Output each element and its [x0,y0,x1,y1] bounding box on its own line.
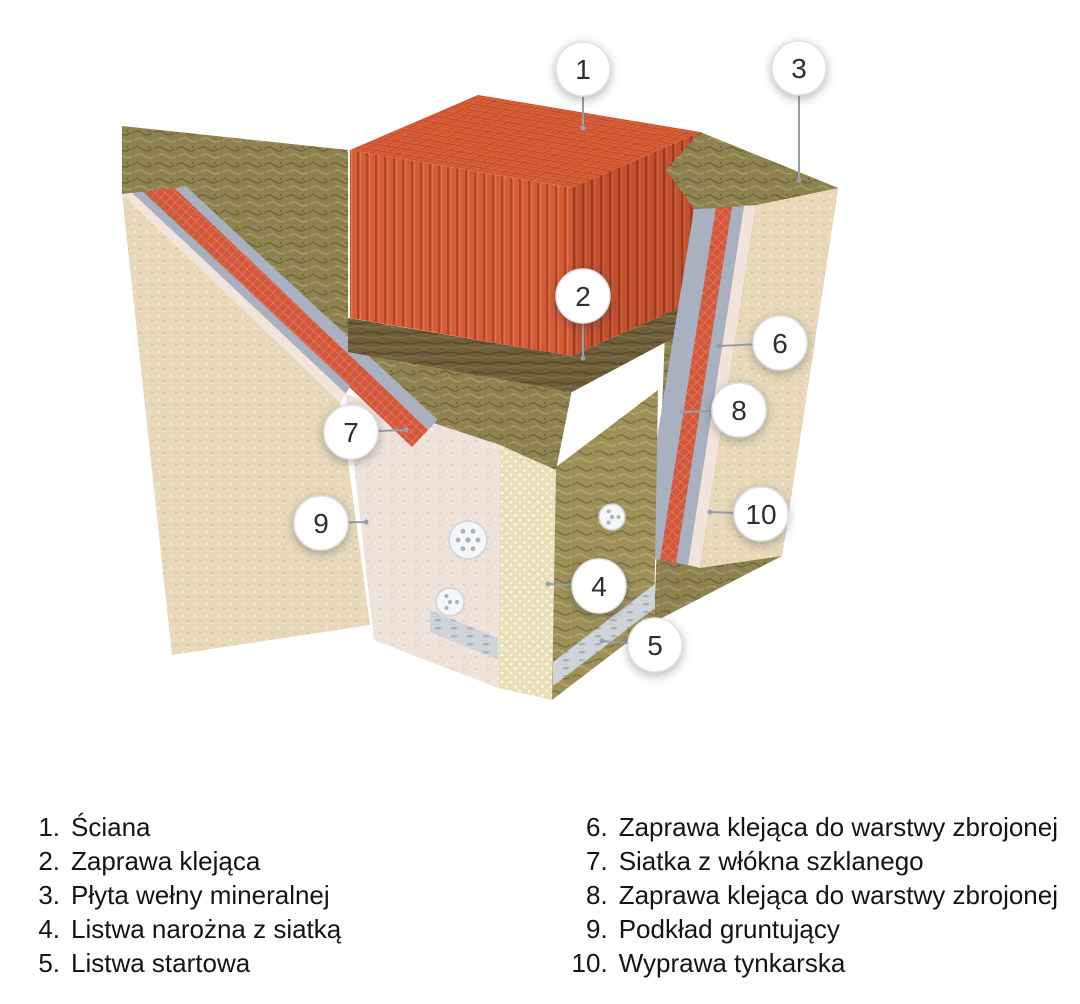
legend-item-number: 5. [38,948,60,978]
base-coat-stripe-right-2 [676,206,744,565]
callout-number-4: 4 [591,571,607,602]
legend-item-number: 8. [586,880,608,910]
callout-anchor-9 [363,519,369,525]
mineral-wool-left-mass [122,128,572,470]
adhesive-mortar-band [348,298,700,392]
legend-item-label: Zaprawa klejąca do warstwy zbrojonej [618,812,1058,842]
starter-track-right [553,584,655,686]
callout-anchor-5 [599,638,605,644]
base-coat-band-left-2 [122,172,350,394]
callout-circle-1 [555,41,611,97]
callout-circle-7 [323,404,379,460]
mineral-wool-top-left [122,126,348,194]
callout-circle-2 [555,268,611,324]
legend-item-number: 6. [586,812,608,842]
legend-item-label: Wyprawa tynkarska [618,948,846,978]
callout-circle-5 [627,617,683,673]
legend-item-6: 6. Zaprawa klejąca do warstwy zbrojonej [564,810,1058,844]
legend-column-right: 6. Zaprawa klejąca do warstwy zbrojonej … [564,810,1058,980]
legend-item-number: 2. [38,846,60,876]
legend-item-8: 8. Zaprawa klejąca do warstwy zbrojonej [564,878,1058,912]
legend-item-label: Zaprawa klejąca do warstwy zbrojonej [618,880,1058,910]
legend-item-number: 9. [586,914,608,944]
callout-number-10: 10 [745,499,776,530]
callout-number-5: 5 [647,630,663,661]
insulation-anchor-washer [435,587,465,617]
primer-band-left [122,183,346,402]
callout-number-2: 2 [575,281,591,312]
insulation-anchor-washer [598,503,626,531]
legend-item-number: 1. [38,812,60,842]
callout-anchor-6 [716,343,722,349]
insulation-anchor-washer [448,520,488,560]
legend-item-label: Płyta wełny mineralnej [71,880,330,910]
render-face-right [700,188,838,568]
callout-circle-6 [752,315,808,371]
legend-item-5: 5. Listwa startowa [22,946,564,980]
callout-anchor-1 [580,125,586,131]
callout-circle-4 [571,558,627,614]
legend-item-2: 2. Zaprawa klejąca [22,844,564,878]
legend-item-number: 10. [571,948,608,978]
base-coat-band-left [122,127,438,430]
callout-circle-3 [771,40,827,96]
starter-track-left [430,610,498,660]
legend-column-left: 1. Ściana 2. Zaprawa klejąca 3. Płyta we… [22,810,564,980]
callout-circle-10 [733,486,789,542]
inner-corner-left-face [346,394,500,688]
legend-item-label: Podkład gruntujący [618,914,840,944]
legend-item-label: Zaprawa klejąca [71,846,261,876]
callout-number-8: 8 [731,395,747,426]
callout-anchor-8 [679,409,685,415]
brick-wall-front [350,150,572,356]
callouts: 1 2 3 4 5 6 7 8 9 10 [293,40,827,673]
base-coat-stripe-right [638,208,716,560]
legend-item-4: 4. Listwa narożna z siatką [22,912,564,946]
primer-stripe-right [688,205,756,568]
legend-item-1: 1. Ściana [22,810,564,844]
callout-circle-9 [293,495,349,551]
legend-item-label: Ściana [71,812,151,842]
brick-wall-top [350,95,700,188]
callout-anchor-4 [545,581,551,587]
callout-anchor-3 [796,177,802,183]
callout-number-1: 1 [575,54,591,85]
legend-item-label: Listwa narożna z siatką [71,914,342,944]
callout-circle-8 [711,382,767,438]
callout-number-7: 7 [343,417,359,448]
legend-item-number: 4. [38,914,60,944]
legend: 1. Ściana 2. Zaprawa klejąca 3. Płyta we… [22,810,1058,980]
legend-item-label: Siatka z włókna szklanego [618,846,924,876]
callout-number-9: 9 [313,508,329,539]
callout-anchor-10 [707,509,713,515]
legend-item-number: 7. [586,846,608,876]
callout-number-3: 3 [791,53,807,84]
legend-item-number: 3. [38,880,60,910]
legend-item-7: 7. Siatka z włókna szklanego [564,844,1058,878]
legend-item-9: 9. Podkład gruntujący [564,912,1058,946]
mesh-stripe-right [660,207,732,563]
wall-layers-illustration: 1 2 3 4 5 6 7 8 9 10 [122,40,838,700]
legend-item-3: 3. Płyta wełny mineralnej [22,878,564,912]
mineral-wool-top-right [666,132,838,209]
legend-item-label: Listwa startowa [71,948,251,978]
callout-anchor-2 [580,355,586,361]
callout-anchor-7 [403,427,409,433]
corner-bead-strip [498,445,556,700]
callout-number-6: 6 [772,328,788,359]
legend-item-10: 10. Wyprawa tynkarska [564,946,1058,980]
fiberglass-mesh-band [122,138,428,447]
